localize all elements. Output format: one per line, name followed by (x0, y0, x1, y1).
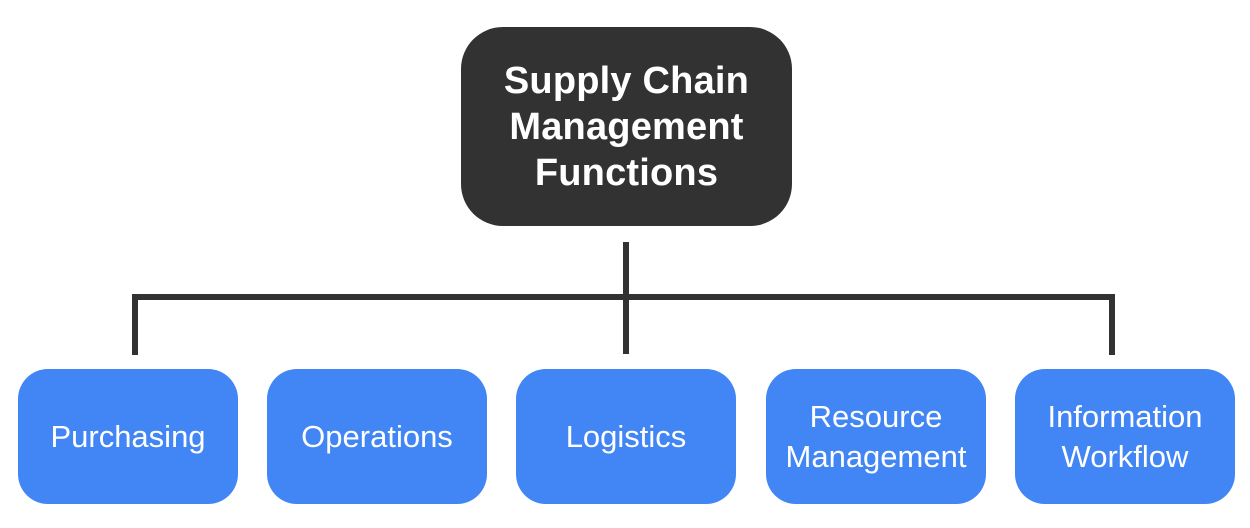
child-node-information-workflow: Information Workflow (1015, 369, 1235, 504)
child-node-label: Purchasing (50, 418, 206, 454)
child-node-label: Operations (301, 418, 453, 454)
child-node-resource-management: Resource Management (766, 369, 986, 504)
child-node-logistics: Logistics (516, 369, 736, 504)
child-node-label: Information Workflow (1047, 398, 1203, 474)
root-node-supply-chain-management-functions: Supply Chain Management Functions (461, 27, 792, 226)
root-node-label: Supply Chain Management Functions (503, 59, 750, 194)
child-node-label: Logistics (565, 418, 687, 454)
connector-left-drop (132, 294, 138, 355)
child-node-operations: Operations (267, 369, 487, 504)
child-node-purchasing: Purchasing (18, 369, 238, 504)
connector-horizontal-bar (132, 294, 1115, 300)
child-node-label: Resource Management (785, 398, 967, 474)
connector-right-drop (1109, 294, 1115, 355)
